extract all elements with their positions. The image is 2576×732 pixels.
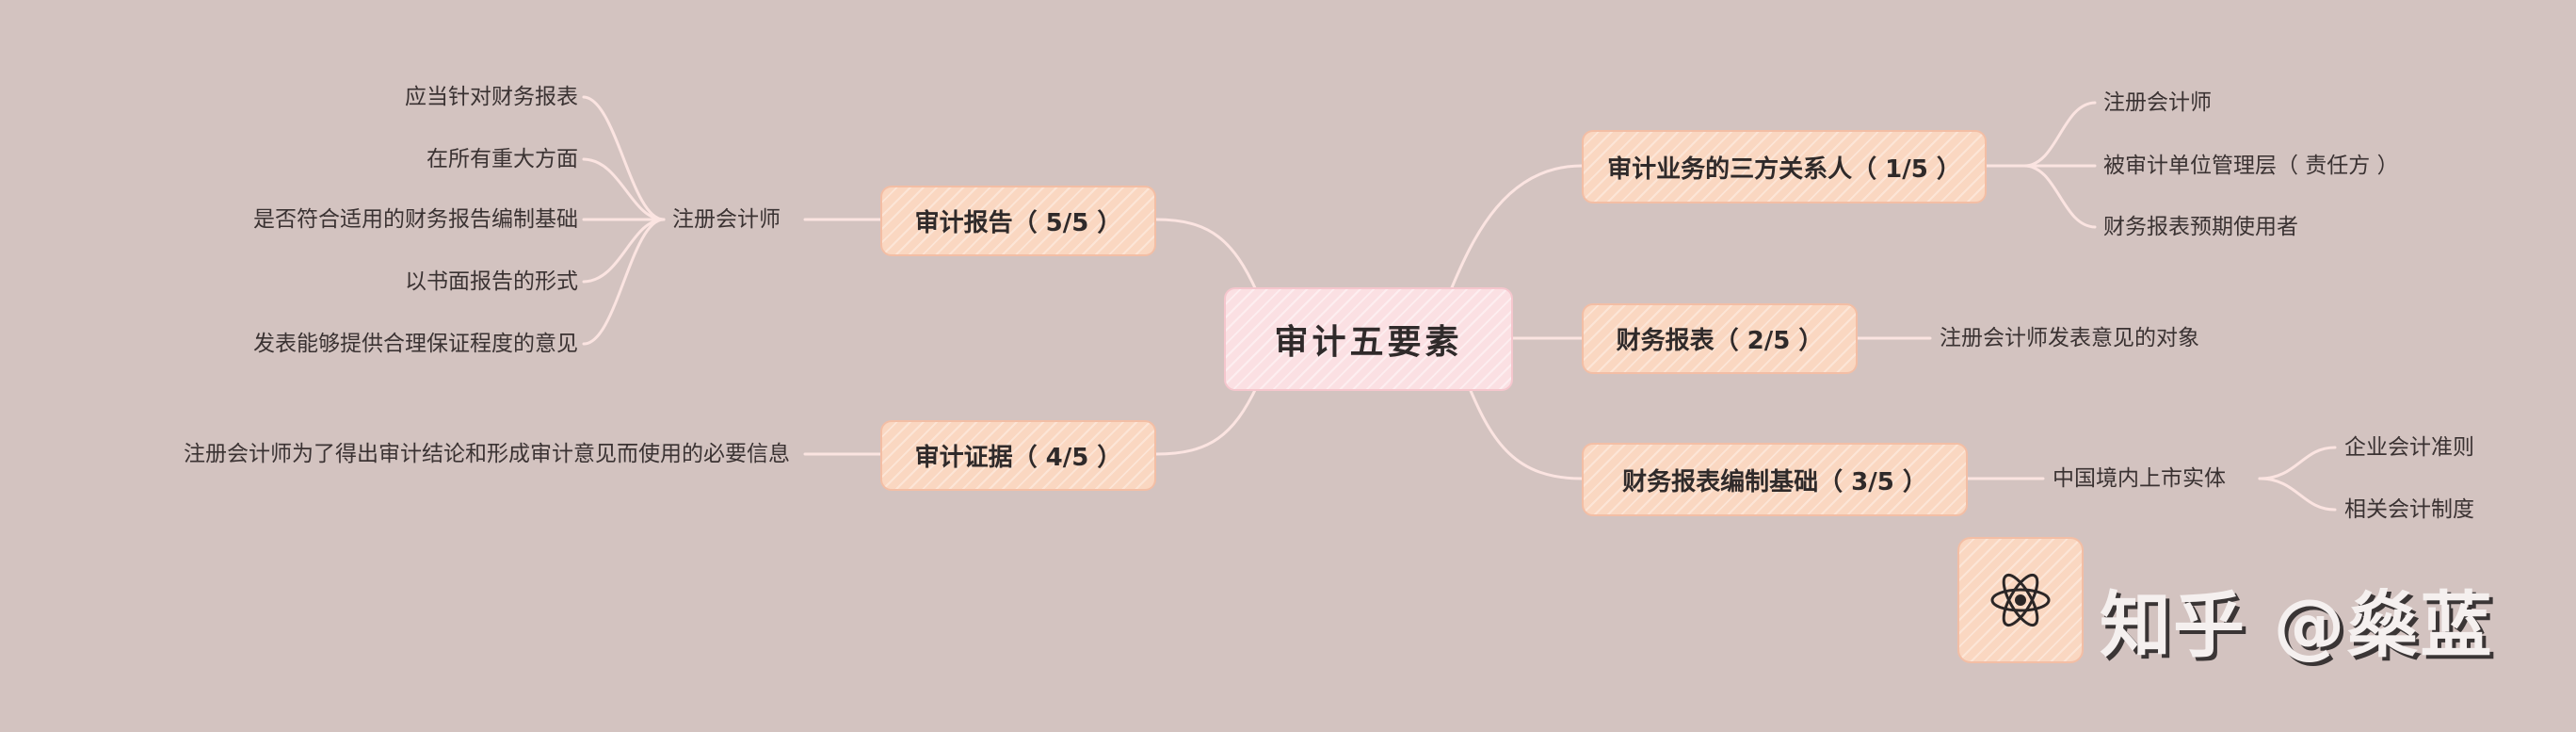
connector-center-evidence bbox=[1154, 384, 1259, 456]
statements-item: 注册会计师发表意见的对象 bbox=[1940, 326, 2199, 350]
parties-item-3: 财务报表预期使用者 bbox=[2103, 215, 2298, 239]
node-three-parties[interactable]: 审计业务的三方关系人（ 1/5 ） bbox=[1582, 130, 1987, 203]
parties-item-2: 被审计单位管理层（ 责任方 ） bbox=[2103, 154, 2399, 178]
parties-item-1: 注册会计师 bbox=[2103, 90, 2212, 115]
report-item-4: 以书面报告的形式 bbox=[405, 269, 578, 294]
evidence-item: 注册会计师为了得出审计结论和形成审计意见而使用的必要信息 bbox=[184, 442, 790, 466]
basis-item-2: 相关会计制度 bbox=[2344, 497, 2474, 522]
basis-item-1: 企业会计准则 bbox=[2344, 435, 2474, 460]
connector-center-report bbox=[1154, 218, 1259, 294]
node-audit-report[interactable]: 审计报告（ 5/5 ） bbox=[880, 186, 1156, 256]
connector-center-basis bbox=[1467, 384, 1584, 480]
atom-icon bbox=[1990, 573, 2051, 627]
logo-box bbox=[1957, 537, 2084, 663]
node-audit-evidence-label: 审计证据（ 4/5 ） bbox=[914, 444, 1122, 472]
report-item-3: 是否符合适用的财务报告编制基础 bbox=[253, 207, 578, 232]
node-audit-report-label: 审计报告（ 5/5 ） bbox=[914, 209, 1122, 237]
watermark-text: 知乎 @燊蓝 bbox=[2100, 583, 2494, 667]
node-reporting-basis-label: 财务报表编制基础（ 3/5 ） bbox=[1622, 467, 1927, 496]
node-three-parties-label: 审计业务的三方关系人（ 1/5 ） bbox=[1607, 155, 1961, 184]
basis-subject: 中国境内上市实体 bbox=[2053, 466, 2226, 491]
node-audit-evidence[interactable]: 审计证据（ 4/5 ） bbox=[880, 420, 1156, 491]
node-financial-statements[interactable]: 财务报表（ 2/5 ） bbox=[1582, 303, 1858, 374]
center-node[interactable]: 审计五要素 bbox=[1224, 287, 1513, 391]
node-financial-statements-label: 财务报表（ 2/5 ） bbox=[1616, 327, 1824, 355]
node-reporting-basis[interactable]: 财务报表编制基础（ 3/5 ） bbox=[1582, 443, 1968, 516]
report-item-5: 发表能够提供合理保证程度的意见 bbox=[253, 332, 578, 356]
center-label: 审计五要素 bbox=[1274, 323, 1463, 362]
report-item-2: 在所有重大方面 bbox=[427, 147, 578, 171]
report-item-1: 应当针对财务报表 bbox=[405, 85, 578, 109]
report-subject: 注册会计师 bbox=[672, 207, 781, 232]
connector-center-parties bbox=[1448, 164, 1584, 294]
